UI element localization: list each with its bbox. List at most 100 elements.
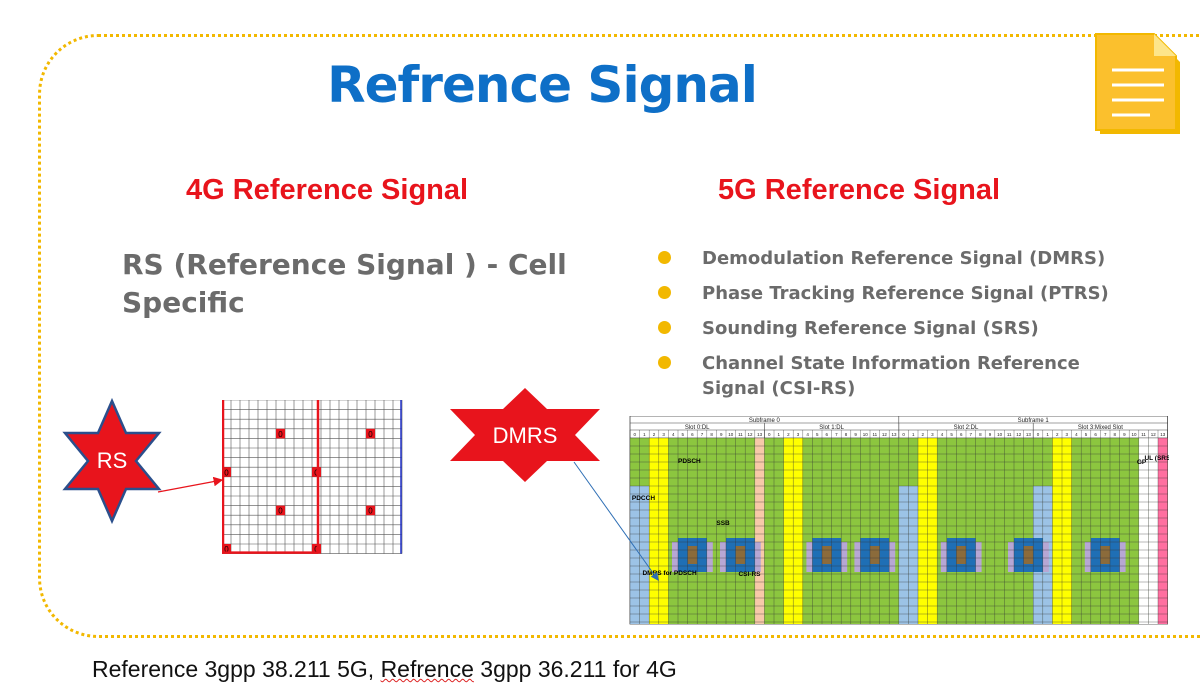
symbol-number: 9 bbox=[720, 432, 723, 437]
symbol-number: 11 bbox=[872, 432, 877, 437]
symbol-number: 8 bbox=[1114, 432, 1117, 437]
list-item: Phase Tracking Reference Signal (PTRS) bbox=[656, 281, 1116, 306]
subframe-label: Subframe 1 bbox=[1018, 418, 1050, 424]
slot-label: Slot 3:Mixed Slot bbox=[1078, 425, 1123, 431]
symbol-number: 5 bbox=[1085, 432, 1088, 437]
rs-resource-label: 0 bbox=[368, 507, 373, 516]
symbol-column bbox=[1158, 438, 1168, 624]
rs-star-callout: RS bbox=[62, 398, 162, 524]
rs-resource-label: 0 bbox=[224, 468, 229, 477]
lte-rs-description: RS (Reference Signal ) - Cell Specific bbox=[122, 248, 567, 319]
symbol-column bbox=[658, 438, 669, 624]
rs-resource-element bbox=[366, 505, 375, 516]
nr-signal-list: Demodulation Reference Signal (DMRS) Pha… bbox=[656, 246, 1116, 411]
symbol-number: 6 bbox=[826, 432, 829, 437]
symbol-number: 2 bbox=[1056, 432, 1059, 437]
bullet-dot-icon bbox=[658, 251, 671, 264]
symbol-number: 8 bbox=[710, 432, 713, 437]
symbol-column bbox=[927, 438, 938, 624]
symbol-number: 3 bbox=[797, 432, 800, 437]
symbol-column bbox=[918, 438, 928, 624]
rs-resource-element bbox=[312, 467, 321, 477]
list-item: Sounding Reference Signal (SRS) bbox=[656, 316, 1116, 341]
symbol-number: 1 bbox=[1046, 432, 1049, 437]
ssb-pss bbox=[1023, 546, 1034, 564]
symbol-number: 10 bbox=[728, 432, 734, 437]
ssb-pss bbox=[822, 546, 832, 564]
symbol-column bbox=[783, 438, 794, 624]
symbol-column bbox=[1052, 438, 1062, 624]
slot-label: Slot 2:DL bbox=[954, 425, 979, 431]
symbol-number: 2 bbox=[787, 432, 790, 437]
symbol-number: 1 bbox=[778, 432, 781, 437]
list-item: Demodulation Reference Signal (DMRS) bbox=[656, 246, 1116, 271]
slide-frame bbox=[38, 34, 1200, 638]
ssb-label: SSB bbox=[716, 520, 730, 527]
symbol-column bbox=[793, 438, 803, 624]
symbol-number: 1 bbox=[643, 432, 646, 437]
symbol-number: 8 bbox=[845, 432, 848, 437]
nr-heading: 5G Reference Signal bbox=[718, 174, 1001, 206]
rs-resource-element bbox=[222, 467, 231, 477]
list-item: Channel State Information Reference Sign… bbox=[656, 351, 1116, 401]
lte-heading: 4G Reference Signal bbox=[186, 174, 469, 206]
ssb-pss bbox=[735, 546, 746, 564]
symbol-number: 12 bbox=[747, 432, 753, 437]
symbol-number: 6 bbox=[1094, 432, 1097, 437]
rs-resource-element bbox=[312, 544, 321, 554]
symbol-number: 5 bbox=[816, 432, 819, 437]
symbol-number: 0 bbox=[1037, 432, 1040, 437]
dmrs-star-label: DMRS bbox=[493, 423, 558, 448]
symbol-number: 2 bbox=[922, 432, 925, 437]
subframe-label: Subframe 0 bbox=[749, 418, 781, 424]
symbol-number: 11 bbox=[738, 432, 743, 437]
symbol-number: 0 bbox=[634, 432, 637, 437]
symbol-number: 10 bbox=[1131, 432, 1137, 437]
symbol-number: 1 bbox=[912, 432, 915, 437]
pdsch-label: PDSCH bbox=[678, 458, 701, 465]
symbol-column bbox=[639, 486, 650, 624]
rs-resource-element bbox=[276, 428, 285, 439]
symbol-number: 6 bbox=[960, 432, 963, 437]
symbol-number: 4 bbox=[1075, 432, 1078, 437]
ssb-pss bbox=[1100, 546, 1110, 564]
rs-resource-label: 0 bbox=[278, 430, 283, 439]
symbol-number: 4 bbox=[806, 432, 809, 437]
rs-resource-label: 0 bbox=[224, 545, 229, 554]
symbol-column bbox=[908, 486, 918, 624]
slide-title: Refrence Signal bbox=[327, 56, 758, 114]
rs-resource-element bbox=[366, 428, 375, 439]
symbol-number: 13 bbox=[757, 432, 763, 437]
symbol-number: 12 bbox=[1016, 432, 1022, 437]
symbol-number: 3 bbox=[1066, 432, 1069, 437]
bullet-dot-icon bbox=[658, 286, 671, 299]
symbol-column bbox=[1062, 438, 1072, 624]
symbol-number: 7 bbox=[970, 432, 973, 437]
document-icon bbox=[1095, 33, 1180, 134]
symbol-number: 13 bbox=[1160, 432, 1166, 437]
reference-footnote: Reference 3gpp 38.211 5G, Refrence 3gpp … bbox=[92, 656, 677, 682]
gp-label: GP bbox=[1137, 459, 1147, 466]
slot-label: Slot 1:DL bbox=[819, 425, 844, 431]
dmrs-star-callout: DMRS bbox=[450, 388, 600, 482]
symbol-column bbox=[1138, 438, 1149, 624]
symbol-number: 9 bbox=[1123, 432, 1126, 437]
symbol-number: 10 bbox=[863, 432, 869, 437]
rs-resource-element bbox=[276, 505, 285, 516]
bullet-dot-icon bbox=[658, 321, 671, 334]
symbol-number: 9 bbox=[989, 432, 992, 437]
symbol-number: 0 bbox=[768, 432, 771, 437]
symbol-number: 5 bbox=[682, 432, 685, 437]
pdcch-label: PDCCH bbox=[632, 495, 655, 502]
dmrs-pdsch-label: DMRS for PDSCH bbox=[642, 570, 696, 577]
symbol-column bbox=[630, 486, 640, 624]
symbol-number: 3 bbox=[931, 432, 934, 437]
symbol-number: 7 bbox=[835, 432, 838, 437]
symbol-number: 12 bbox=[1151, 432, 1157, 437]
bullet-dot-icon bbox=[658, 356, 671, 369]
symbol-number: 13 bbox=[1026, 432, 1032, 437]
csi-rs-label: CSI-RS bbox=[738, 571, 761, 578]
ssb-pss bbox=[687, 546, 698, 564]
